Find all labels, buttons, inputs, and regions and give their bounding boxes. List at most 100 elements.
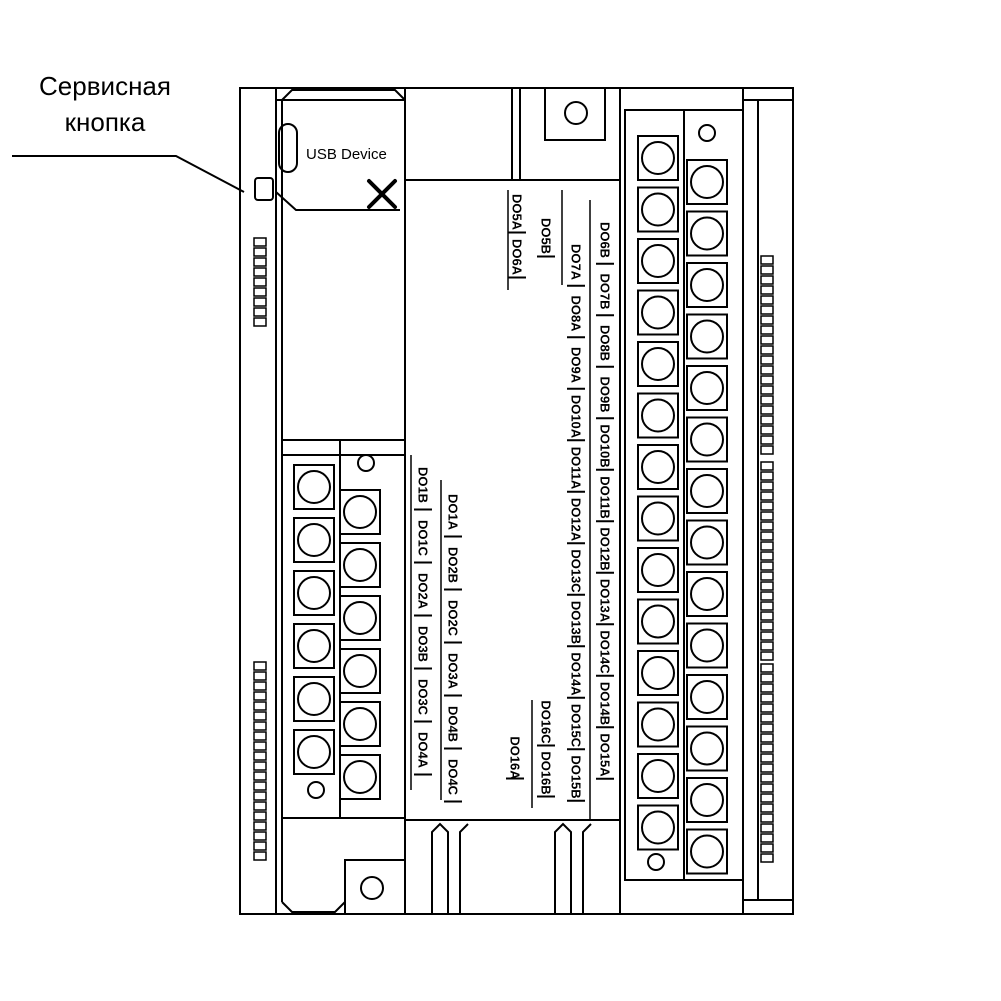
right-screw-b-13 — [686, 777, 728, 823]
bottom-connector-1 — [431, 822, 449, 914]
channel-label: DO2C — [446, 600, 461, 637]
channel-label: DO10A — [569, 395, 584, 439]
right-screw-a-3 — [637, 238, 679, 284]
channel-label: DO5A — [510, 194, 525, 231]
channel-label: DO6B — [598, 222, 613, 258]
vent-left-lower — [253, 661, 267, 861]
channel-label: DO4A — [416, 732, 431, 769]
left-screw-a-3 — [293, 570, 335, 616]
right-screw-b-8 — [686, 519, 728, 566]
right-screw-a-9 — [637, 547, 679, 593]
mount-hole-right-top — [698, 124, 716, 142]
vent-right-2 — [760, 461, 774, 661]
right-screw-a-8 — [637, 495, 679, 542]
callout-leader-line — [12, 155, 245, 193]
right-screw-a-2 — [637, 186, 679, 233]
channel-label: DO8A — [569, 295, 584, 332]
channel-label: DO14A — [569, 652, 584, 696]
channel-label: DO8B — [598, 325, 613, 361]
channel-label: DO14B — [598, 682, 613, 725]
channel-label: DO12B — [598, 527, 613, 570]
left-screw-a-6 — [293, 729, 335, 775]
left-screw-a-2 — [293, 517, 335, 563]
channel-label: DO16A — [508, 736, 523, 780]
right-terminal-screws — [637, 135, 728, 875]
right-screw-b-7 — [686, 468, 728, 514]
right-screw-a-7 — [637, 444, 679, 490]
mount-hole-right-bottom — [647, 853, 665, 871]
usb-device-label: USB Device — [306, 146, 387, 163]
right-screw-a-10 — [637, 598, 679, 645]
right-screw-b-5 — [686, 365, 728, 411]
left-screw-b-2 — [339, 542, 381, 588]
channel-label: DO16C — [539, 700, 554, 744]
channel-label: DO10B — [598, 424, 613, 467]
mount-hole-top — [564, 101, 588, 125]
label-separator-lines — [410, 190, 614, 820]
left-screw-a-5 — [293, 676, 335, 722]
channel-label: DO13A — [598, 579, 613, 623]
channel-label: DO5B — [539, 218, 554, 254]
left-terminal-block — [281, 439, 406, 819]
channel-label: DO1A — [446, 494, 461, 531]
channel-label: DO11A — [569, 447, 584, 490]
left-screw-b-3 — [339, 595, 381, 641]
right-screw-b-4 — [686, 313, 728, 360]
right-screw-b-9 — [686, 571, 728, 617]
right-screw-a-11 — [637, 650, 679, 696]
right-screw-a-13 — [637, 753, 679, 799]
vent-slots — [253, 237, 774, 863]
channel-label: DO15C — [569, 704, 584, 748]
right-screw-a-1 — [637, 135, 679, 181]
channel-label: DO12A — [569, 498, 584, 542]
channel-labels: DO1BDO1CDO2ADO3BDO3CDO4ADO1ADO2BDO2CDO3A… — [416, 194, 613, 799]
channel-label: DO7B — [598, 273, 613, 309]
left-terminal-screws — [293, 464, 381, 800]
bottom-mount-tab — [344, 859, 406, 915]
right-screw-a-6 — [637, 392, 679, 439]
channel-label: DO2B — [446, 547, 461, 583]
channel-label: DO4B — [446, 706, 461, 742]
channel-label: DO6A — [510, 239, 525, 276]
right-screw-a-5 — [637, 341, 679, 387]
bottom-connector-4 — [582, 823, 592, 914]
vent-left-upper — [253, 237, 267, 327]
channel-label: DO14C — [598, 630, 613, 674]
callout-label-line2: кнопка — [64, 107, 146, 137]
vent-right-1 — [760, 255, 774, 455]
channel-label: DO2A — [416, 573, 431, 610]
right-screw-b-1 — [686, 159, 728, 205]
bottom-connector-2 — [459, 823, 469, 914]
right-screw-b-11 — [686, 674, 728, 720]
channel-label: DO3C — [416, 679, 431, 716]
mount-hole-left-bottom — [307, 781, 325, 799]
left-screw-a-4 — [293, 623, 335, 669]
top-left-notch — [281, 89, 406, 101]
right-screw-b-6 — [686, 416, 728, 463]
right-screw-a-4 — [637, 289, 679, 336]
callout-label-line1: Сервисная — [39, 71, 171, 101]
left-screw-b-1 — [339, 489, 381, 535]
left-screw-b-4 — [339, 648, 381, 694]
vent-right-3 — [760, 663, 774, 863]
channel-label: DO11B — [598, 476, 613, 519]
right-screw-b-10 — [686, 622, 728, 669]
wrench-screwdriver-icon — [367, 179, 397, 209]
channel-label: DO15A — [598, 733, 613, 777]
device-housing — [239, 87, 794, 915]
channel-label: DO3B — [416, 626, 431, 662]
channel-label: DO16B — [539, 751, 554, 794]
channel-label: DO15B — [569, 755, 584, 798]
left-screw-b-5 — [339, 701, 381, 747]
channel-label: DO4C — [446, 759, 461, 796]
channel-label: DO3A — [446, 653, 461, 690]
usb-port-icon — [278, 123, 298, 173]
channel-label: DO9A — [569, 347, 584, 384]
channel-label: DO13B — [569, 601, 584, 644]
left-screw-a-1 — [293, 464, 335, 510]
left-screw-b-6 — [339, 754, 381, 800]
service-button-icon[interactable] — [254, 177, 274, 201]
channel-label: DO9B — [598, 376, 613, 412]
mount-hole-left-top — [357, 454, 375, 472]
